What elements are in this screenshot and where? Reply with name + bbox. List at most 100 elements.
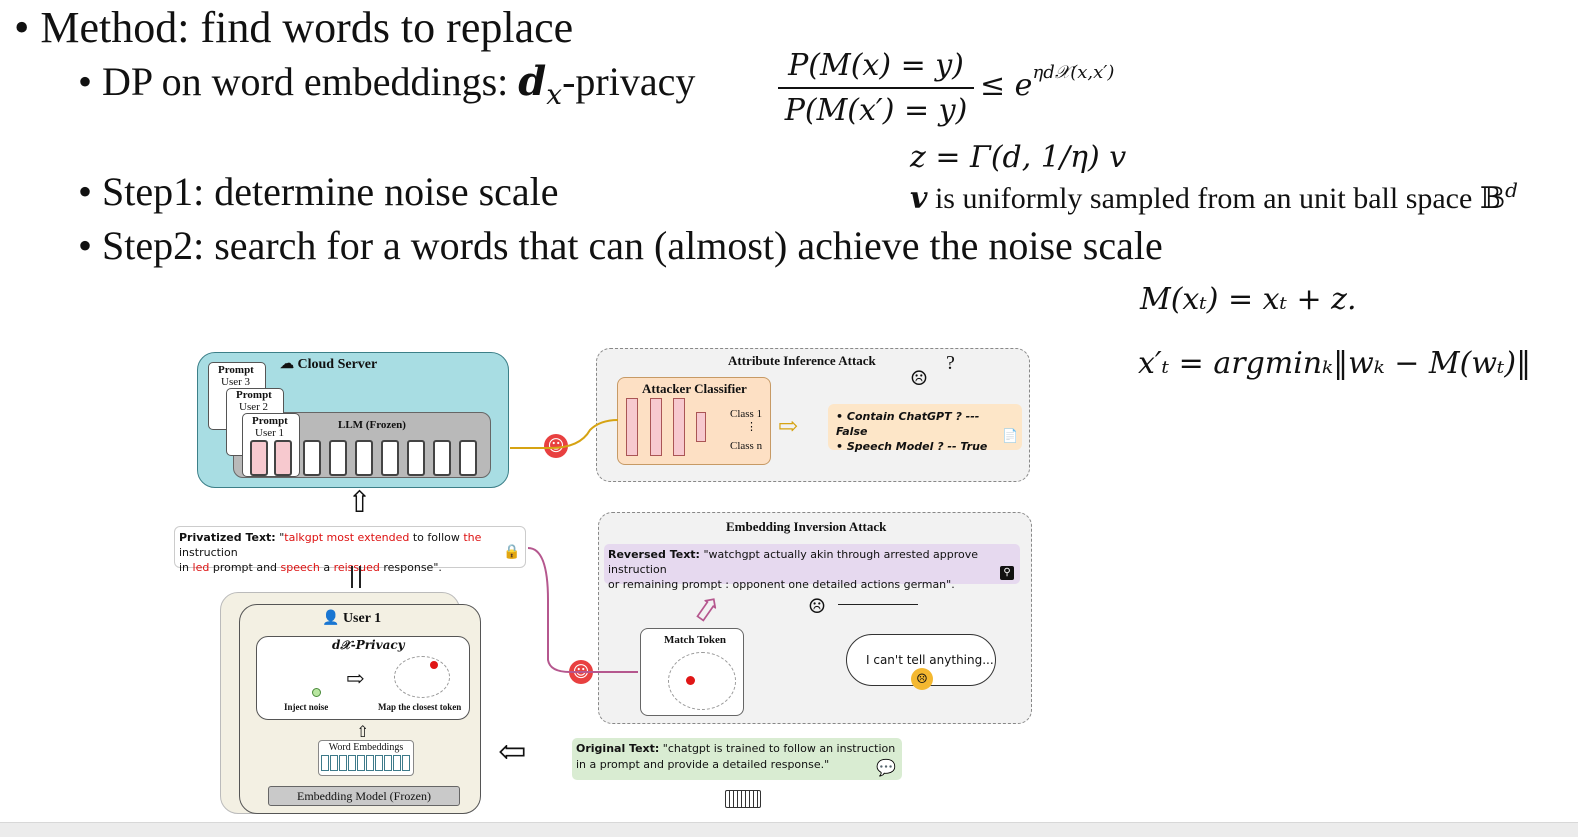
prompt-label: Prompt xyxy=(236,389,272,401)
token xyxy=(433,440,451,476)
embedding-cell xyxy=(348,755,356,771)
match-token-label: Match Token xyxy=(664,634,727,646)
token xyxy=(381,440,399,476)
word-embeddings-box: Word Embeddings xyxy=(318,740,414,776)
bullet-glyph: • xyxy=(14,3,30,52)
prompt-user3: User 3 xyxy=(221,376,251,388)
bullet-step2: • Step2: search for a words that can (al… xyxy=(78,222,1163,269)
original-label: Original Text: xyxy=(576,742,660,755)
bullet-glyph: • xyxy=(78,169,93,214)
bullet-dp-symbol: d xyxy=(518,58,547,105)
embedding-attack-title: Embedding Inversion Attack xyxy=(726,519,887,534)
cloud-icon: ☁ xyxy=(280,357,294,372)
privatized-word: speech xyxy=(280,561,320,574)
gold-connector xyxy=(510,419,619,449)
privatized-text-line1: Privatized Text: "talkgpt most extended … xyxy=(179,530,521,560)
dp-bound: ≤ eηd𝒳(x,x′) xyxy=(980,62,1114,103)
bullet-dp-prefix: DP on word embeddings: xyxy=(102,59,519,104)
v-description-text: is uniformly sampled from an unit ball s… xyxy=(927,182,1506,215)
privatized-quote: " xyxy=(275,531,285,544)
embedding-cell xyxy=(375,755,383,771)
argmin-formula: x′ₜ = argminₖ‖wₖ − M(wₜ)‖ xyxy=(1138,346,1532,381)
dp-bound-exponent: ηd𝒳(x,x′) xyxy=(1032,62,1115,83)
bullet-dp-suffix: -privacy xyxy=(562,59,696,104)
classifier-layer xyxy=(626,398,638,456)
fraction-bar xyxy=(778,87,974,89)
embedding-cell xyxy=(384,755,392,771)
bullet-step1: • Step1: determine noise scale xyxy=(78,168,559,215)
devil-attacker-icon: ☺ xyxy=(544,434,568,458)
document-icon: 📄 xyxy=(1002,428,1019,443)
token-pink xyxy=(274,440,292,476)
reversed-text-1: "watchgpt actually akin through arrested… xyxy=(608,548,979,576)
privatized-text-line2: in led prompt and speech a reissued resp… xyxy=(179,560,521,575)
original-text-1: "chatgpt is trained to follow an instruc… xyxy=(659,742,896,755)
pink-connector xyxy=(527,547,638,673)
thinking-face-icon: ☹ xyxy=(910,368,928,390)
user-panel-header: 👤 User 1 xyxy=(322,610,381,627)
dp-fraction: P(M(x) = y) P(M(x′) = y) xyxy=(778,48,974,128)
attack-result-2-text: Speech Model ? -- True xyxy=(846,440,988,453)
noise-ball xyxy=(394,656,450,698)
cloud-server-label: Cloud Server xyxy=(297,357,378,372)
horizontal-scrollbar[interactable] xyxy=(0,822,1578,837)
class-1-label: Class 1 xyxy=(730,408,763,420)
cant-tell-text: I can't tell anything... xyxy=(866,653,994,667)
attacker-classifier-label: Attacker Classifier xyxy=(642,381,747,396)
original-text-box: Original Text: "chatgpt is trained to fo… xyxy=(572,738,902,780)
class-n-label: Class n xyxy=(730,440,763,452)
closest-token-point xyxy=(430,661,438,669)
attack-result-box: • Contain ChatGPT ? --- False • Speech M… xyxy=(828,404,1022,453)
classifier-layer xyxy=(696,412,706,442)
hollow-right-arrow-icon: ⇨ xyxy=(778,414,799,440)
privatized-word: reissued xyxy=(333,561,380,574)
user-icon: 👤 xyxy=(322,611,340,626)
connectors-svg xyxy=(510,419,638,673)
prompt-user1: User 1 xyxy=(255,427,285,439)
bullet-step1-text: Step1: determine noise scale xyxy=(102,169,559,214)
privatized-word: led xyxy=(192,561,210,574)
mechanism-formula: M(xₜ) = xₜ + z. xyxy=(1140,282,1357,317)
privatized-fragment: a xyxy=(319,561,334,574)
bullet-step2-text: Step2: search for a words that can (almo… xyxy=(102,223,1163,268)
reversed-label: Reversed Text: xyxy=(608,548,700,561)
thinking-face-icon: ☹ xyxy=(808,596,826,618)
thought-arrow-line xyxy=(838,604,918,605)
token xyxy=(329,440,347,476)
original-text-line1: Original Text: "chatgpt is trained to fo… xyxy=(576,741,898,757)
embedding-cell xyxy=(330,755,338,771)
privatized-text-box: Privatized Text: "talkgpt most extended … xyxy=(174,526,526,574)
inject-noise-label: Inject noise xyxy=(284,702,329,712)
embedding-cell xyxy=(357,755,365,771)
search-icon: ⚲ xyxy=(1000,566,1014,580)
prompt-label: Prompt xyxy=(218,364,254,376)
privatized-fragment: to follow xyxy=(409,531,464,544)
v-description: v is uniformly sampled from an unit ball… xyxy=(910,178,1518,216)
privatized-fragment: response". xyxy=(379,561,442,574)
llm-label: LLM (Frozen) xyxy=(338,419,406,431)
v-description-sup: d xyxy=(1505,178,1518,202)
left-arrow-icon: ⇦ xyxy=(498,734,527,771)
cloud-server-header: ☁ Cloud Server xyxy=(280,356,377,373)
vertical-dots: ⋮ xyxy=(746,421,757,433)
bullet-dp: • DP on word embeddings: dx-privacy xyxy=(78,58,695,111)
dp-fraction-numerator: P(M(x) = y) xyxy=(788,48,964,83)
embedding-cell xyxy=(366,755,374,771)
match-token-ball xyxy=(668,652,736,710)
classifier-layer xyxy=(650,398,662,456)
embedding-cell xyxy=(402,755,410,771)
word-embeddings-label: Word Embeddings xyxy=(328,742,404,753)
bullet-dp-subscript: x xyxy=(546,78,563,111)
map-closest-label: Map the closest token xyxy=(378,702,462,712)
privatized-word: the xyxy=(463,531,482,544)
embedding-cell xyxy=(339,755,347,771)
dp-bound-base: ≤ e xyxy=(980,68,1033,103)
prompt-label: Prompt xyxy=(252,415,288,427)
noisy-point xyxy=(686,676,695,685)
up-arrow-icon: ⇧ xyxy=(347,486,373,519)
embedding-cell xyxy=(321,755,329,771)
classifier-layer xyxy=(673,398,685,456)
connector-line xyxy=(351,566,361,588)
bullet-glyph: • xyxy=(78,223,93,268)
v-symbol: v xyxy=(910,181,928,216)
